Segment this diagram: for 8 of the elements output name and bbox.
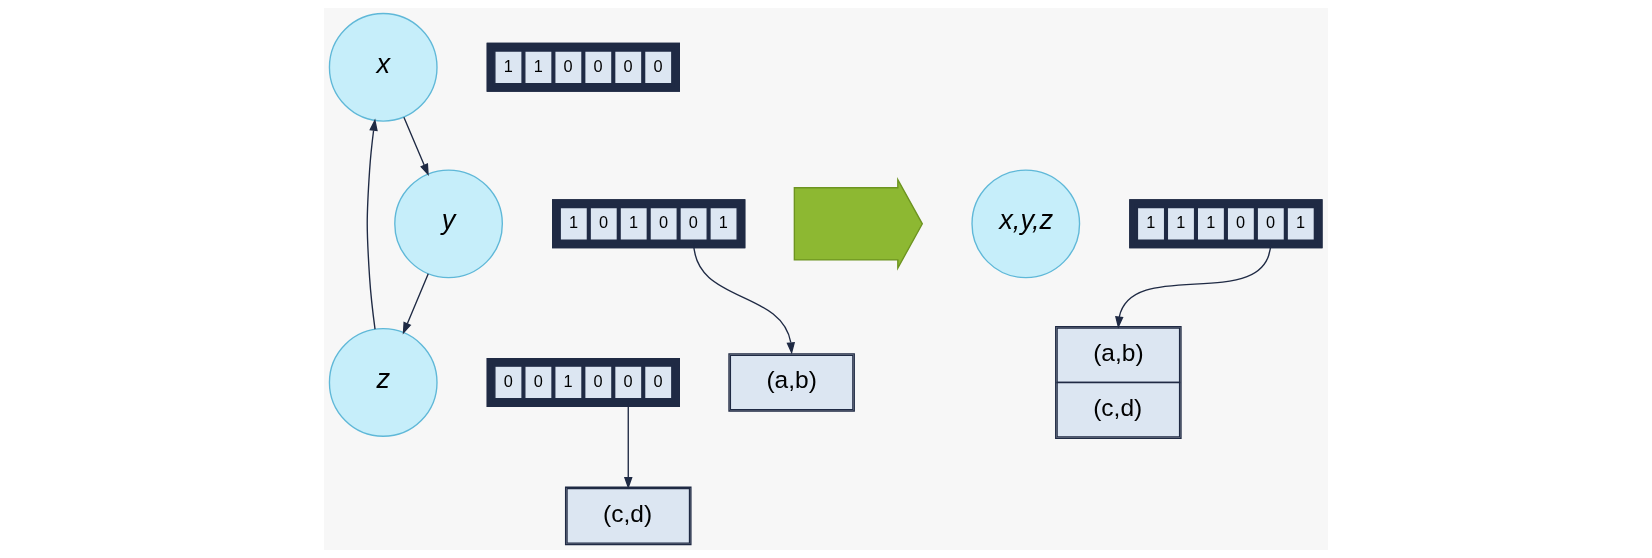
node-circle: x,y,z bbox=[971, 169, 1081, 279]
node-arrow bbox=[793, 177, 924, 271]
arrow bbox=[403, 116, 429, 177]
node-circle: x bbox=[328, 12, 438, 122]
arrow bbox=[402, 273, 429, 335]
node-circle: z bbox=[328, 328, 438, 437]
node-circle: y bbox=[394, 169, 503, 279]
arrow bbox=[366, 118, 378, 330]
